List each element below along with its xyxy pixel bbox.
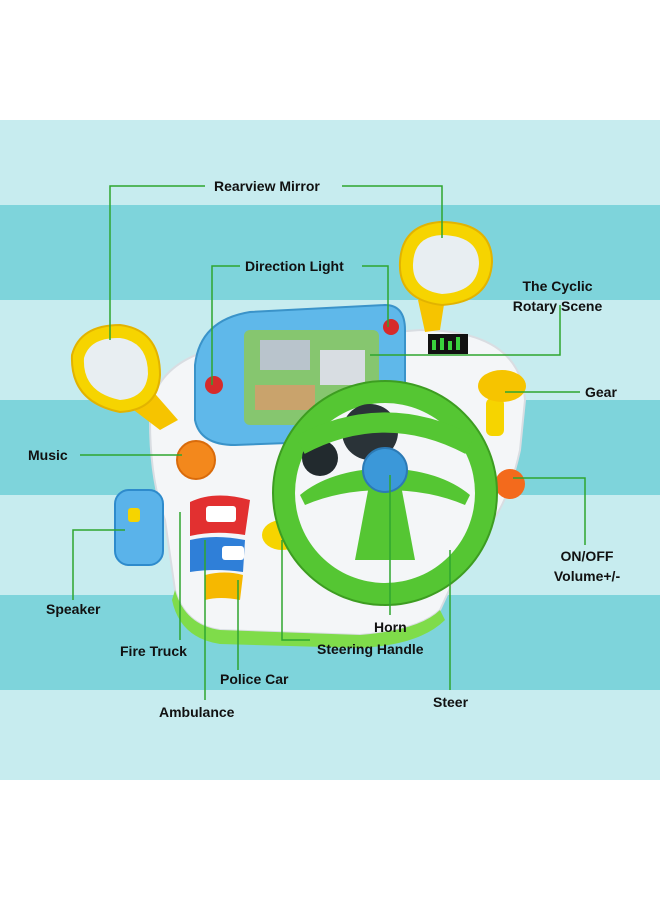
leader-lines <box>72 185 586 700</box>
label-fire-truck: Fire Truck <box>120 643 187 659</box>
label-on-off-volume: ON/OFF Volume+/- <box>547 547 627 585</box>
label-police-car: Police Car <box>220 671 289 687</box>
speaker-module <box>114 489 164 566</box>
label-rearview-mirror: Rearview Mirror <box>214 178 320 194</box>
label-steer: Steer <box>433 694 469 710</box>
on-off-knob-art <box>495 469 525 499</box>
vehicle-buttons <box>190 495 250 600</box>
label-cyclic-rotary-scene-line1: The Cyclic <box>522 278 593 294</box>
label-cyclic-rotary-scene: The Cyclic Rotary Scene <box>505 277 610 315</box>
label-speaker: Speaker <box>46 601 101 617</box>
label-on-off-line1: ON/OFF <box>560 548 614 564</box>
label-ambulance: Ambulance <box>159 704 235 720</box>
label-direction-light: Direction Light <box>245 258 344 274</box>
label-gear: Gear <box>585 384 617 400</box>
label-steering-handle: Steering Handle <box>317 641 424 657</box>
rearview-mirror-left <box>70 323 178 430</box>
steering-wheel <box>272 380 498 606</box>
label-cyclic-rotary-scene-line2: Rotary Scene <box>512 298 603 314</box>
label-on-off-line2: Volume+/- <box>553 568 621 584</box>
rearview-mirror-right <box>398 220 494 332</box>
label-horn: Horn <box>374 619 407 635</box>
music-button-art <box>176 440 216 480</box>
gear-lever <box>478 370 526 436</box>
label-music: Music <box>28 447 68 463</box>
